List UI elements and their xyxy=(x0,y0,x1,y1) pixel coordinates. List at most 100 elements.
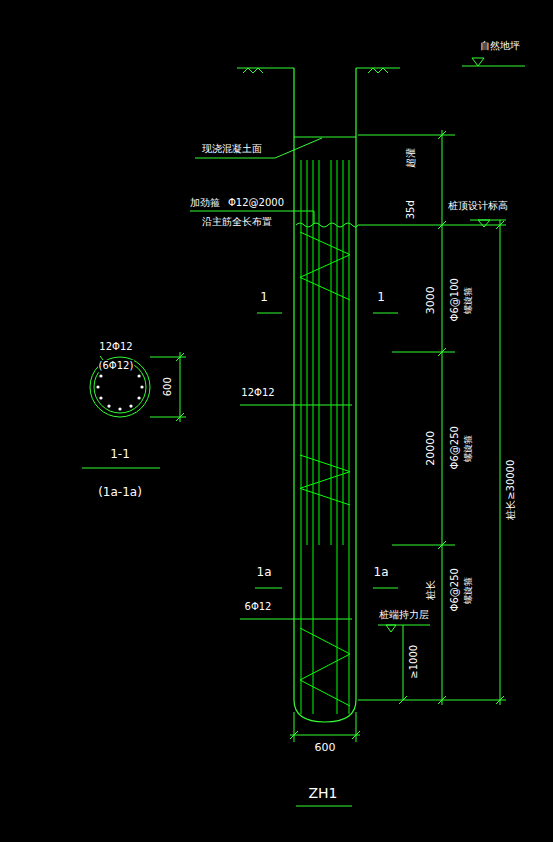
rebar-spec: 6Φ12 xyxy=(244,601,273,613)
dimension-text: 3000 xyxy=(425,285,438,315)
dimension-text: 超灌 xyxy=(405,147,417,169)
callout-text: 沿主筋全长布置 xyxy=(201,216,273,228)
rebar-spec: (6Φ12) xyxy=(98,360,135,372)
pile-details xyxy=(373,313,398,314)
rebar-dot xyxy=(107,404,110,407)
dimension-lines xyxy=(386,625,396,632)
section-view xyxy=(82,468,160,469)
dimension-text: 600 xyxy=(314,742,337,755)
rebar xyxy=(300,455,350,505)
rebar xyxy=(319,160,320,545)
rebar-spec: Φ12@2000 xyxy=(227,197,285,209)
rebar-spec: Φ6@250 xyxy=(449,567,461,612)
pile-details xyxy=(294,137,356,138)
rebar-dot xyxy=(129,404,132,407)
section-view xyxy=(90,357,150,417)
rebar-dot xyxy=(99,396,102,399)
dimension-lines xyxy=(290,735,360,736)
pile-details xyxy=(358,700,506,701)
ground-line xyxy=(368,68,388,73)
section-mark: 1 xyxy=(376,291,386,305)
rebar-dot xyxy=(137,374,140,377)
dimension-lines xyxy=(290,130,506,806)
pile-details xyxy=(240,405,352,406)
rebar xyxy=(313,160,314,714)
caption: ZH1 xyxy=(307,785,338,801)
section-view xyxy=(82,352,186,468)
section-title: (1a-1a) xyxy=(97,486,143,500)
section-view xyxy=(180,352,181,422)
rebar xyxy=(343,160,344,545)
rebar xyxy=(349,160,350,714)
rebar-spec: Φ6@100 xyxy=(449,277,461,322)
rebar xyxy=(331,160,332,545)
rebar xyxy=(307,160,308,545)
dimension-lines xyxy=(352,731,360,739)
ground-line xyxy=(462,66,525,67)
dimension-lines xyxy=(438,131,446,139)
rebar-spec: Φ6@250 xyxy=(449,425,461,470)
section-title: 1-1 xyxy=(109,448,131,462)
ground-line xyxy=(237,58,525,73)
ground-line xyxy=(356,68,400,69)
section-view xyxy=(176,413,184,421)
dimension-lines xyxy=(438,696,446,704)
stratum-label: 桩端持力层 xyxy=(378,609,430,621)
dimension-lines xyxy=(442,130,443,705)
dimension-text: 桩长 xyxy=(425,579,437,601)
section-mark: 1a xyxy=(256,566,273,580)
rebar xyxy=(300,160,350,714)
ground-line xyxy=(237,68,294,69)
rebar-spec: 螺旋箍 xyxy=(463,286,473,315)
section-view xyxy=(176,353,184,361)
pile-details xyxy=(257,313,282,314)
pile-details xyxy=(392,352,455,353)
section-mark: 1a xyxy=(373,566,390,580)
section-view xyxy=(94,361,146,413)
callout-text: 现浇混凝土面 xyxy=(201,143,263,155)
rebar-dot xyxy=(96,385,99,388)
dimension-text: 35d xyxy=(405,199,417,220)
dimension-lines xyxy=(438,348,446,356)
callout-text: 加劲箍 xyxy=(189,197,221,209)
dimension-lines xyxy=(496,696,504,704)
ground-line xyxy=(472,58,484,66)
rebar xyxy=(301,160,302,714)
dimension-text: 20000 xyxy=(425,429,438,466)
rebar-spec: 螺旋箍 xyxy=(463,576,473,605)
rebar-dot xyxy=(137,396,140,399)
dimension-text: 600 xyxy=(162,376,174,397)
rebar-spec: 12Φ12 xyxy=(240,387,275,399)
rebar-dot xyxy=(99,374,102,377)
dimension-lines xyxy=(496,221,504,229)
pile-details xyxy=(358,135,455,136)
rebar xyxy=(300,628,350,706)
ground-line xyxy=(243,68,263,73)
pile-outline xyxy=(294,68,356,722)
ground-label: 自然地坪 xyxy=(479,40,521,52)
dimension-lines xyxy=(290,731,298,739)
dimension-lines xyxy=(356,712,357,742)
pile-details xyxy=(240,619,352,620)
pile-outline xyxy=(294,68,356,722)
rebar xyxy=(300,232,350,300)
dimension-text: ≥1000 xyxy=(408,644,420,680)
rebar-dot xyxy=(140,385,143,388)
rebar-spec: 12Φ12 xyxy=(98,341,133,353)
rebar xyxy=(337,160,338,714)
elevation-label: 桩顶设计标高 xyxy=(447,200,509,212)
pile-details xyxy=(255,588,282,589)
rebar-spec: 螺旋箍 xyxy=(463,434,473,463)
dimension-lines xyxy=(438,221,446,229)
dimension-lines xyxy=(500,220,501,705)
dimension-lines xyxy=(403,625,404,700)
rebar-dot xyxy=(118,407,121,410)
dimension-lines xyxy=(294,712,295,742)
pile-details xyxy=(373,588,398,589)
pile-details xyxy=(358,225,506,226)
dimension-lines xyxy=(399,696,407,704)
dimension-lines xyxy=(478,220,490,227)
dimension-text: 桩长≥30000 xyxy=(505,459,517,521)
pile-details xyxy=(392,545,455,546)
